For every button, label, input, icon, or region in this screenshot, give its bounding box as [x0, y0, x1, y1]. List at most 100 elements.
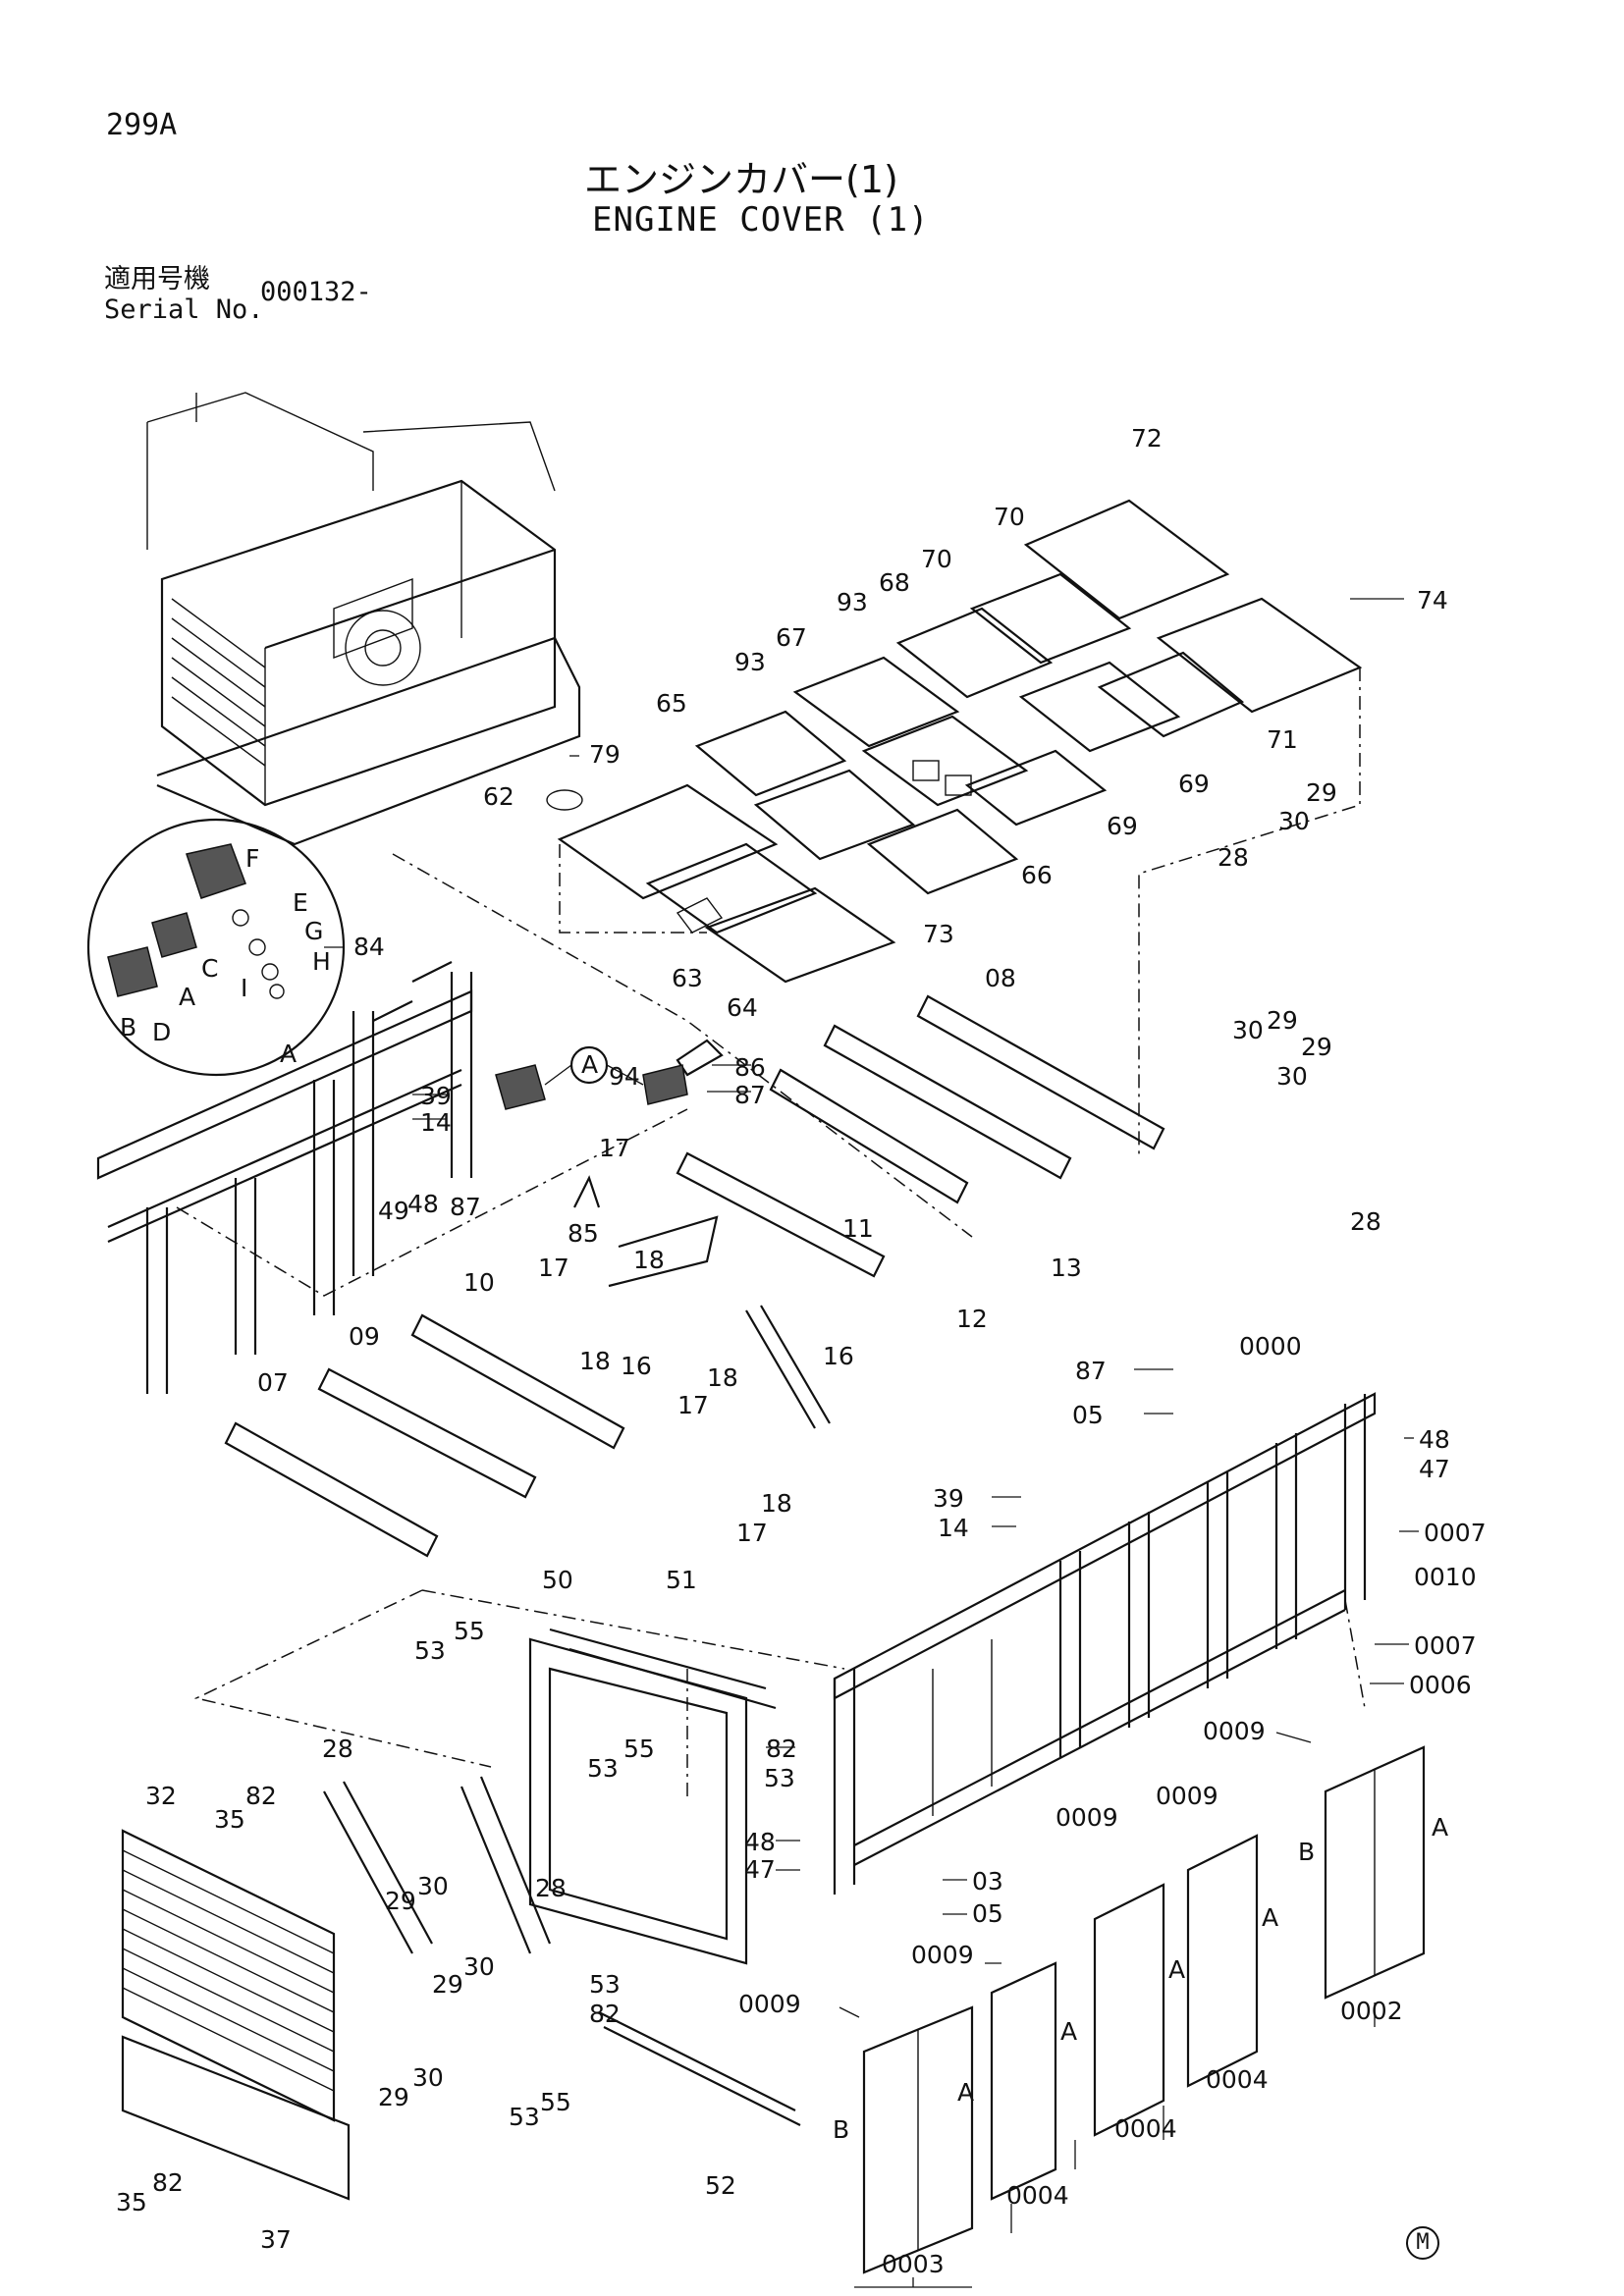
callout-label: 37 — [260, 2225, 292, 2254]
callout-label: A — [1262, 1903, 1278, 1932]
callout-label: 84 — [353, 933, 385, 961]
right-main-frame — [686, 1392, 1377, 1895]
callout-label: 48 — [744, 1828, 776, 1856]
radiator-frame — [528, 1628, 801, 2126]
callout-label: A — [581, 1050, 598, 1079]
callout-label: 93 — [837, 588, 868, 616]
left-frame-assembly — [96, 853, 973, 1394]
callout-label: 17 — [538, 1254, 569, 1282]
callout-label: 82 — [766, 1735, 797, 1763]
page-number: 299A — [106, 108, 178, 142]
callout-label: 49 — [378, 1197, 409, 1225]
callout-label: 35 — [116, 2188, 147, 2216]
callout-label: 63 — [672, 964, 703, 992]
callout-label: 28 — [1350, 1207, 1381, 1236]
callout-label: 30 — [463, 1952, 495, 1981]
callout-label: 29 — [385, 1887, 416, 1915]
callout-label: 94 — [609, 1062, 640, 1091]
callout-label: D — [152, 1018, 171, 1046]
callout-label: A — [957, 2078, 974, 2107]
callout-label: 0009 — [1203, 1717, 1266, 1745]
callout-label: 09 — [349, 1322, 380, 1351]
callout-label: 0004 — [1206, 2065, 1269, 2094]
callout-label: 48 — [407, 1190, 439, 1218]
callout-label: 55 — [540, 2088, 571, 2116]
callout-label: 0004 — [1006, 2181, 1069, 2210]
callout-label: A — [1060, 2017, 1077, 2046]
callout-label: 03 — [972, 1867, 1003, 1896]
callout-label: 53 — [414, 1636, 446, 1665]
callout-a-bubble — [495, 1045, 688, 1110]
callout-label: 47 — [1419, 1455, 1450, 1483]
callout-label: 16 — [621, 1352, 652, 1380]
callout-label: 11 — [842, 1214, 874, 1243]
callout-label: 62 — [483, 782, 514, 811]
page-title-english: ENGINE COVER (1) — [592, 200, 930, 240]
callout-label: 28 — [1218, 843, 1249, 872]
serial-number-value: 000132- — [260, 277, 372, 307]
cross-members-group — [193, 994, 1165, 1768]
callout-label: 18 — [633, 1246, 665, 1274]
callout-label: 14 — [420, 1108, 452, 1137]
machine-overview-sketch — [146, 392, 581, 846]
callout-label: 39 — [933, 1484, 964, 1513]
callout-label: 53 — [589, 1970, 621, 1999]
callout-label: 05 — [972, 1899, 1003, 1928]
callout-label: 30 — [1232, 1016, 1264, 1044]
callout-label: 32 — [145, 1782, 177, 1810]
callout-label: 0007 — [1414, 1631, 1477, 1660]
callout-label: 53 — [509, 2103, 540, 2131]
callout-label: 0004 — [1114, 2114, 1177, 2143]
callout-label: 87 — [734, 1081, 766, 1109]
callout-label: 0000 — [1239, 1332, 1302, 1361]
callout-label: A — [179, 983, 195, 1011]
callout-label: 13 — [1051, 1254, 1082, 1282]
callout-label: 29 — [378, 2083, 409, 2111]
callout-label: A — [280, 1040, 297, 1068]
callout-label: 17 — [736, 1519, 768, 1547]
callout-label: 07 — [257, 1368, 289, 1397]
callout-label: 18 — [707, 1363, 738, 1392]
detail-circle-a — [86, 818, 346, 1077]
callout-label: 66 — [1021, 861, 1053, 889]
callout-label: 70 — [921, 545, 952, 573]
callout-label: 05 — [1072, 1401, 1104, 1429]
callout-label: 71 — [1267, 725, 1298, 754]
callout-label: B — [120, 1013, 136, 1041]
callout-label: 0009 — [1156, 1782, 1218, 1810]
callout-label: 16 — [823, 1342, 854, 1370]
callout-label: 52 — [705, 2171, 736, 2200]
callout-label: A — [1168, 1955, 1185, 1984]
callout-label: 30 — [417, 1872, 449, 1900]
callout-label: 30 — [412, 2063, 444, 2092]
callout-label: 64 — [727, 993, 758, 1022]
callout-label: 0010 — [1414, 1563, 1477, 1591]
callout-label: 18 — [761, 1489, 792, 1518]
callout-label: 67 — [776, 623, 807, 652]
callout-label: 53 — [764, 1764, 795, 1792]
callout-label: 29 — [1301, 1033, 1332, 1061]
callout-label: C — [201, 954, 218, 983]
callout-label: 10 — [463, 1268, 495, 1297]
callout-label: 28 — [535, 1874, 567, 1902]
callout-label: 17 — [677, 1391, 709, 1419]
callout-label: 14 — [938, 1514, 969, 1542]
callout-label: 30 — [1278, 807, 1310, 835]
callout-label: 35 — [214, 1805, 245, 1834]
callout-label: 50 — [542, 1566, 573, 1594]
callout-label: 74 — [1417, 586, 1448, 614]
callout-label: 69 — [1178, 770, 1210, 798]
callout-label: 69 — [1107, 812, 1138, 840]
callout-label: 87 — [1075, 1357, 1107, 1385]
callout-label: 79 — [589, 740, 621, 769]
callout-label: 68 — [879, 568, 910, 597]
callout-label: 55 — [623, 1735, 655, 1763]
doors-group — [862, 1745, 1426, 2274]
callout-label: 0009 — [738, 1990, 801, 2018]
callout-label: 73 — [923, 920, 954, 948]
callout-label: B — [1298, 1838, 1315, 1866]
callout-label: 18 — [579, 1347, 611, 1375]
callout-label: 0003 — [882, 2250, 945, 2278]
callout-label: 93 — [734, 648, 766, 676]
